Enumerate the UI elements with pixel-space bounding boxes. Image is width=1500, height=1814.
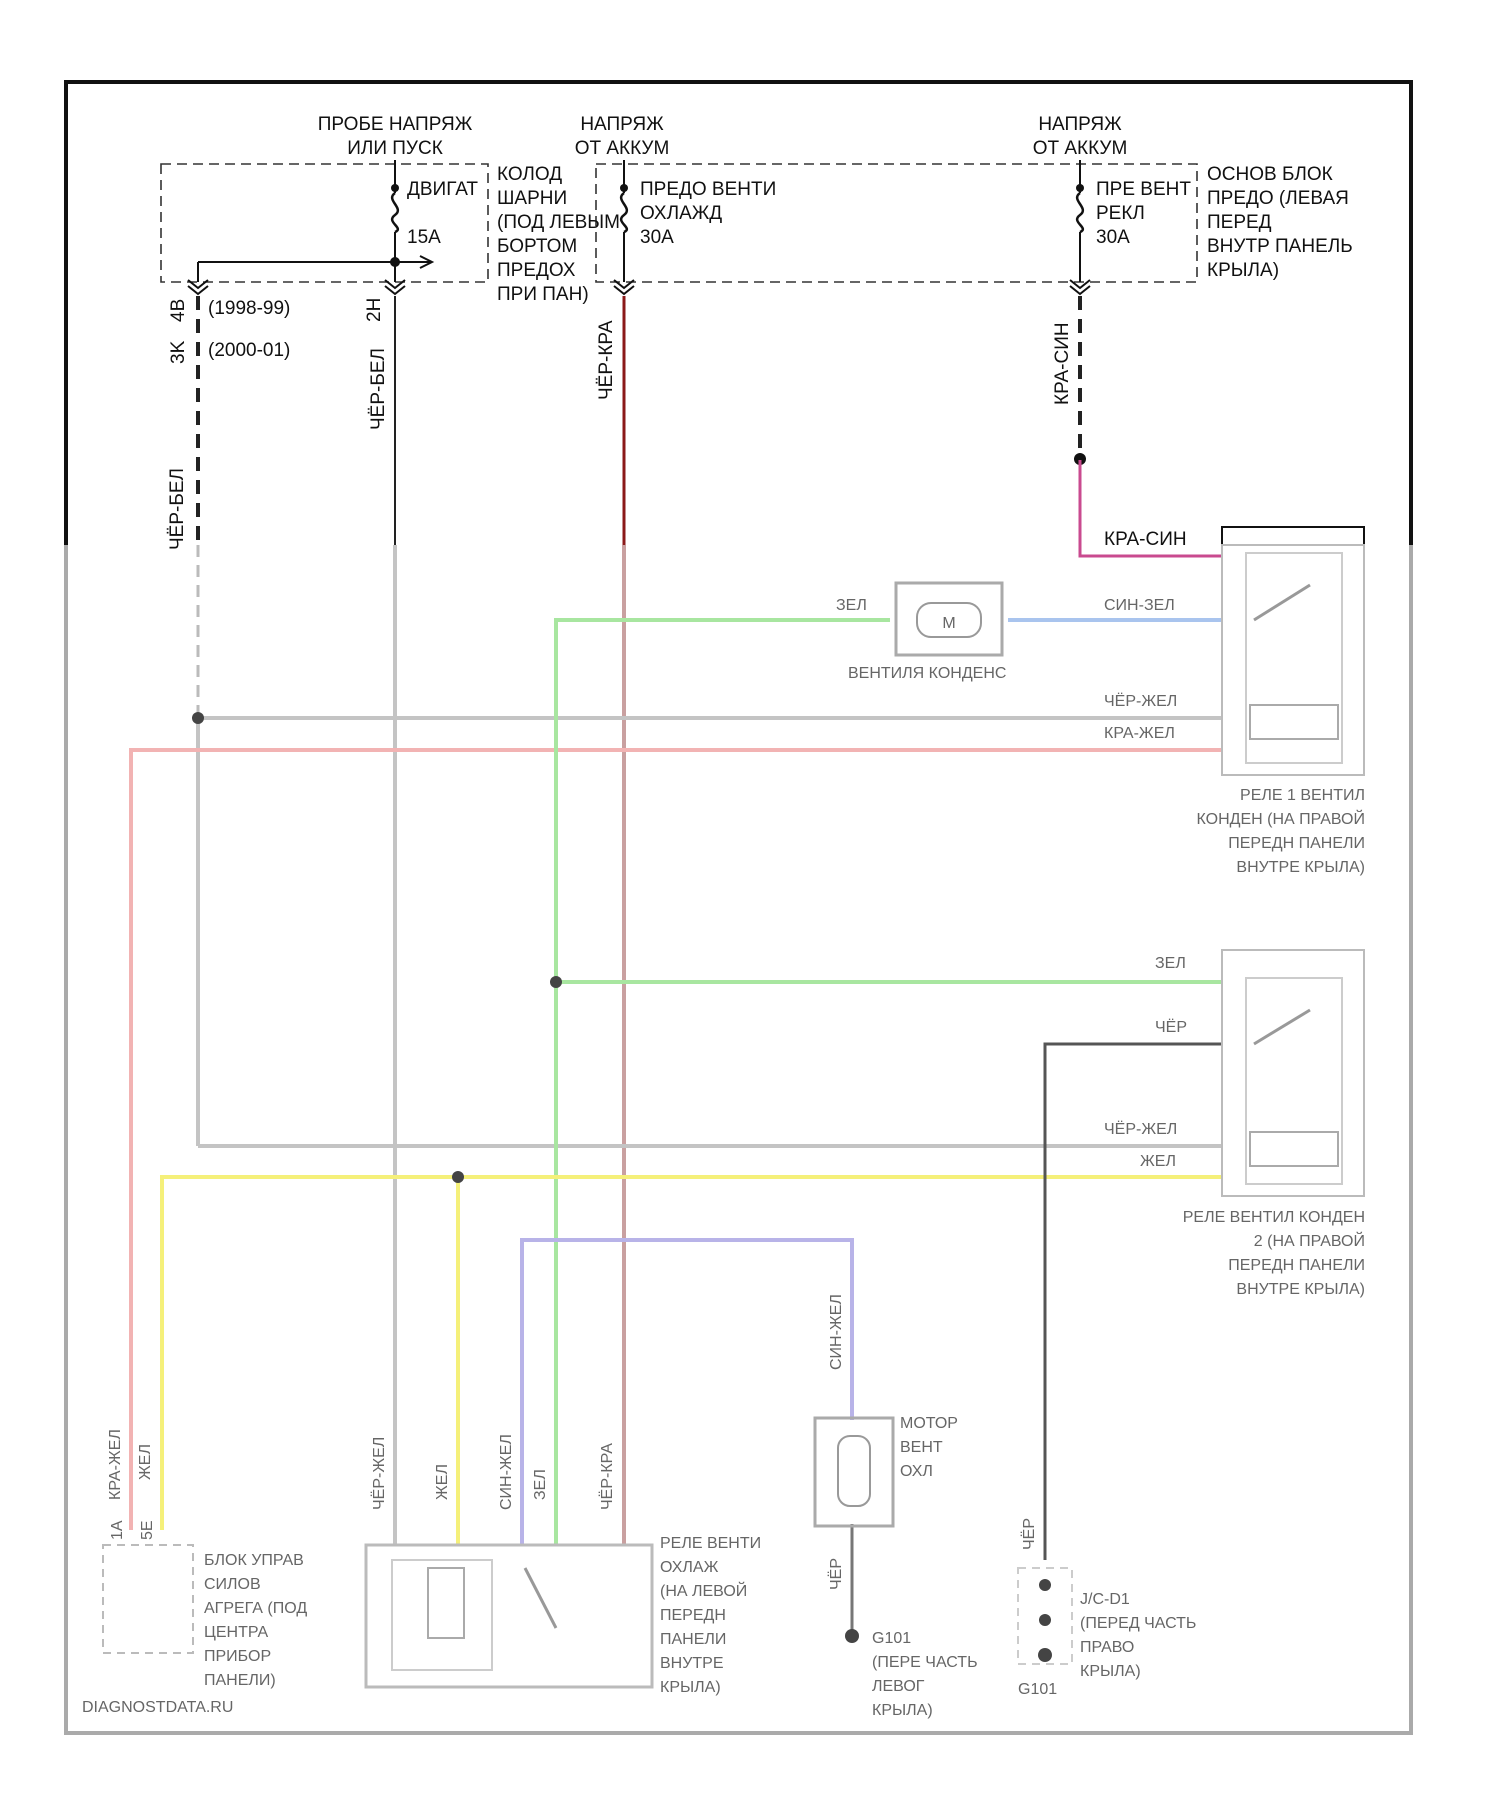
- svg-text:(НА ЛЕВОЙ: (НА ЛЕВОЙ: [660, 1581, 747, 1600]
- batt-power-label-1a: НАПРЯЖ: [580, 114, 664, 135]
- svg-text:КРЫЛА): КРЫЛА): [1207, 260, 1279, 281]
- svg-text:СИН-ЖЕЛ: СИН-ЖЕЛ: [498, 1434, 515, 1510]
- fuse-cond-fan-icon: [1076, 160, 1084, 282]
- svg-text:АГРЕГА (ПОД: АГРЕГА (ПОД: [204, 1600, 307, 1617]
- svg-text:СИН-ЗЕЛ: СИН-ЗЕЛ: [1104, 597, 1175, 614]
- svg-text:(ПЕРЕ ЧАСТЬ: (ПЕРЕ ЧАСТЬ: [872, 1654, 978, 1671]
- svg-text:ПЕРЕД: ПЕРЕД: [1207, 212, 1272, 233]
- svg-text:РЕЛЕ ВЕНТИ: РЕЛЕ ВЕНТИ: [660, 1535, 761, 1552]
- svg-text:МОТОР: МОТОР: [900, 1415, 958, 1432]
- svg-text:СИН-ЖЕЛ: СИН-ЖЕЛ: [828, 1294, 845, 1370]
- fuse-cooling-fan-name-2: ОХЛАЖД: [640, 203, 722, 224]
- svg-text:КРЫЛА): КРЫЛА): [1080, 1663, 1141, 1680]
- svg-text:(ПОД ЛЕВЫМ: (ПОД ЛЕВЫМ: [497, 212, 620, 233]
- svg-text:ОСНОВ БЛОК: ОСНОВ БЛОК: [1207, 164, 1333, 185]
- svg-text:РЕЛЕ ВЕНТИЛ КОНДЕН: РЕЛЕ ВЕНТИЛ КОНДЕН: [1183, 1209, 1365, 1226]
- connector-2h: 2H: [364, 298, 385, 322]
- svg-text:ЧЁР-КРА: ЧЁР-КРА: [598, 1443, 616, 1510]
- batt-power-label-2b: ОТ АККУМ: [1033, 138, 1128, 159]
- fuse-engine-name: ДВИГАТ: [407, 179, 478, 200]
- wire-label-w4: КРА-СИН: [1052, 322, 1073, 405]
- svg-text:КРЫЛА): КРЫЛА): [660, 1679, 721, 1696]
- fuse-cooling-fan-name-1: ПРЕДО ВЕНТИ: [640, 179, 776, 200]
- svg-text:ВНУТР ПАНЕЛЬ: ВНУТР ПАНЕЛЬ: [1207, 236, 1353, 257]
- connector-3k: 3K: [168, 340, 189, 364]
- fuse-cooling-fan-icon: [620, 160, 628, 282]
- svg-text:БОРТОМ: БОРТОМ: [497, 236, 577, 257]
- svg-text:ЖЕЛ: ЖЕЛ: [137, 1444, 154, 1480]
- connector-4b: 4B: [168, 299, 189, 322]
- svg-text:ШАРНИ: ШАРНИ: [497, 188, 567, 209]
- svg-text:ОХЛ: ОХЛ: [900, 1463, 933, 1480]
- svg-text:ЖЕЛ: ЖЕЛ: [1140, 1153, 1176, 1170]
- svg-text:ПРАВО: ПРАВО: [1080, 1639, 1134, 1656]
- svg-text:ВЕНТИЛЯ КОНДЕНС: ВЕНТИЛЯ КОНДЕНС: [848, 665, 1006, 682]
- svg-text:СИЛОВ: СИЛОВ: [204, 1576, 261, 1593]
- batt-power-label-1b: ОТ АККУМ: [575, 138, 670, 159]
- svg-text:ПАНЕЛИ: ПАНЕЛИ: [660, 1631, 726, 1648]
- main-box-label: ОСНОВ БЛОК ПРЕДО (ЛЕВАЯ ПЕРЕД ВНУТР ПАНЕ…: [1207, 164, 1353, 281]
- fuse-cond-fan-name-2: РЕКЛ: [1096, 203, 1145, 224]
- svg-text:5E: 5E: [139, 1520, 156, 1540]
- svg-text:ВНУТРЕ КРЫЛА): ВНУТРЕ КРЫЛА): [1236, 1281, 1365, 1298]
- svg-text:КРА-ЖЕЛ: КРА-ЖЕЛ: [1104, 725, 1175, 742]
- batt-power-label-2a: НАПРЯЖ: [1038, 114, 1122, 135]
- svg-text:ПРЕДОХ: ПРЕДОХ: [497, 260, 576, 281]
- faded-lower-diagram: M ЗЕЛ СИН-ЗЕЛ ВЕНТИЛЯ КОНДЕНС ЧЁР-ЖЕЛ КР…: [82, 545, 1365, 1719]
- ign-power-label-2: ИЛИ ПУСК: [347, 138, 443, 159]
- svg-text:ПЕРЕДН ПАНЕЛИ: ПЕРЕДН ПАНЕЛИ: [1228, 1257, 1365, 1274]
- svg-text:РЕЛЕ 1 ВЕНТИЛ: РЕЛЕ 1 ВЕНТИЛ: [1240, 787, 1365, 804]
- svg-text:ПЕРЕДН: ПЕРЕДН: [660, 1607, 726, 1624]
- svg-text:ПРЕДО (ЛЕВАЯ: ПРЕДО (ЛЕВАЯ: [1207, 188, 1349, 209]
- svg-text:ЧЁР: ЧЁР: [1155, 1018, 1187, 1036]
- svg-text:ВЕНТ: ВЕНТ: [900, 1439, 943, 1456]
- fuse-cond-fan-name-1: ПРЕ ВЕНТ: [1096, 179, 1191, 200]
- ign-power-label-1: ПРОБЕ НАПРЯЖ: [318, 114, 473, 135]
- svg-text:ЧЁР: ЧЁР: [1020, 1518, 1038, 1550]
- wire-label-w6: КРА-СИН: [1104, 529, 1187, 550]
- svg-text:1A: 1A: [109, 1520, 126, 1540]
- svg-text:ЗЕЛ: ЗЕЛ: [836, 597, 867, 614]
- fuse-engine-icon: [390, 160, 400, 282]
- svg-text:ЧЁР-ЖЕЛ: ЧЁР-ЖЕЛ: [370, 1437, 388, 1510]
- fuse-cond-fan-rating: 30A: [1096, 227, 1130, 248]
- year-label-2: (2000-01): [208, 340, 290, 361]
- wire-label-w1: ЧЁР-БЕЛ: [368, 348, 389, 430]
- svg-text:КОЛОД: КОЛОД: [497, 164, 562, 185]
- svg-text:DIAGNOSTDATA.RU: DIAGNOSTDATA.RU: [82, 1699, 233, 1716]
- svg-text:КРА-ЖЕЛ: КРА-ЖЕЛ: [107, 1429, 124, 1500]
- svg-text:ЛЕВОГ: ЛЕВОГ: [872, 1678, 925, 1695]
- svg-text:ЗЕЛ: ЗЕЛ: [532, 1469, 549, 1500]
- wire-label-w2: ЧЁР-БЕЛ: [167, 468, 188, 550]
- wire-label-w3: ЧЁР-КРА: [596, 320, 617, 400]
- svg-text:ВНУТРЕ КРЫЛА): ВНУТРЕ КРЫЛА): [1236, 859, 1365, 876]
- svg-text:ЦЕНТРА: ЦЕНТРА: [204, 1624, 268, 1641]
- svg-text:КРЫЛА): КРЫЛА): [872, 1702, 933, 1719]
- svg-text:M: M: [942, 615, 955, 632]
- svg-text:ЗЕЛ: ЗЕЛ: [1155, 955, 1186, 972]
- svg-text:ЧЁР-ЖЕЛ: ЧЁР-ЖЕЛ: [1104, 692, 1177, 710]
- fuse-cooling-fan-rating: 30A: [640, 227, 674, 248]
- svg-text:ОХЛАЖ: ОХЛАЖ: [660, 1559, 719, 1576]
- svg-text:БЛОК УПРАВ: БЛОК УПРАВ: [204, 1552, 304, 1569]
- svg-text:J/C-D1: J/C-D1: [1080, 1591, 1130, 1608]
- svg-text:ЧЁР: ЧЁР: [827, 1558, 845, 1590]
- fuse-engine-rating: 15A: [407, 227, 441, 248]
- svg-text:ВНУТРЕ: ВНУТРЕ: [660, 1655, 724, 1672]
- svg-text:G101: G101: [872, 1630, 911, 1647]
- svg-text:ПРИ ПАН): ПРИ ПАН): [497, 284, 589, 305]
- year-label-1: (1998-99): [208, 298, 290, 319]
- junction-box-label: КОЛОД ШАРНИ (ПОД ЛЕВЫМ БОРТОМ ПРЕДОХ ПРИ…: [497, 164, 620, 305]
- svg-text:2 (НА ПРАВОЙ: 2 (НА ПРАВОЙ: [1254, 1231, 1365, 1250]
- svg-text:ПАНЕЛИ): ПАНЕЛИ): [204, 1672, 276, 1689]
- svg-text:ПРИБОР: ПРИБОР: [204, 1648, 271, 1665]
- relay1-outline: [1222, 527, 1364, 545]
- svg-text:ЧЁР-ЖЕЛ: ЧЁР-ЖЕЛ: [1104, 1120, 1177, 1138]
- svg-text:ЖЕЛ: ЖЕЛ: [434, 1464, 451, 1500]
- svg-text:G101: G101: [1018, 1681, 1057, 1698]
- svg-text:КОНДЕН (НА ПРАВОЙ: КОНДЕН (НА ПРАВОЙ: [1196, 809, 1365, 828]
- svg-text:ПЕРЕДН ПАНЕЛИ: ПЕРЕДН ПАНЕЛИ: [1228, 835, 1365, 852]
- svg-text:(ПЕРЕД ЧАСТЬ: (ПЕРЕД ЧАСТЬ: [1080, 1615, 1196, 1632]
